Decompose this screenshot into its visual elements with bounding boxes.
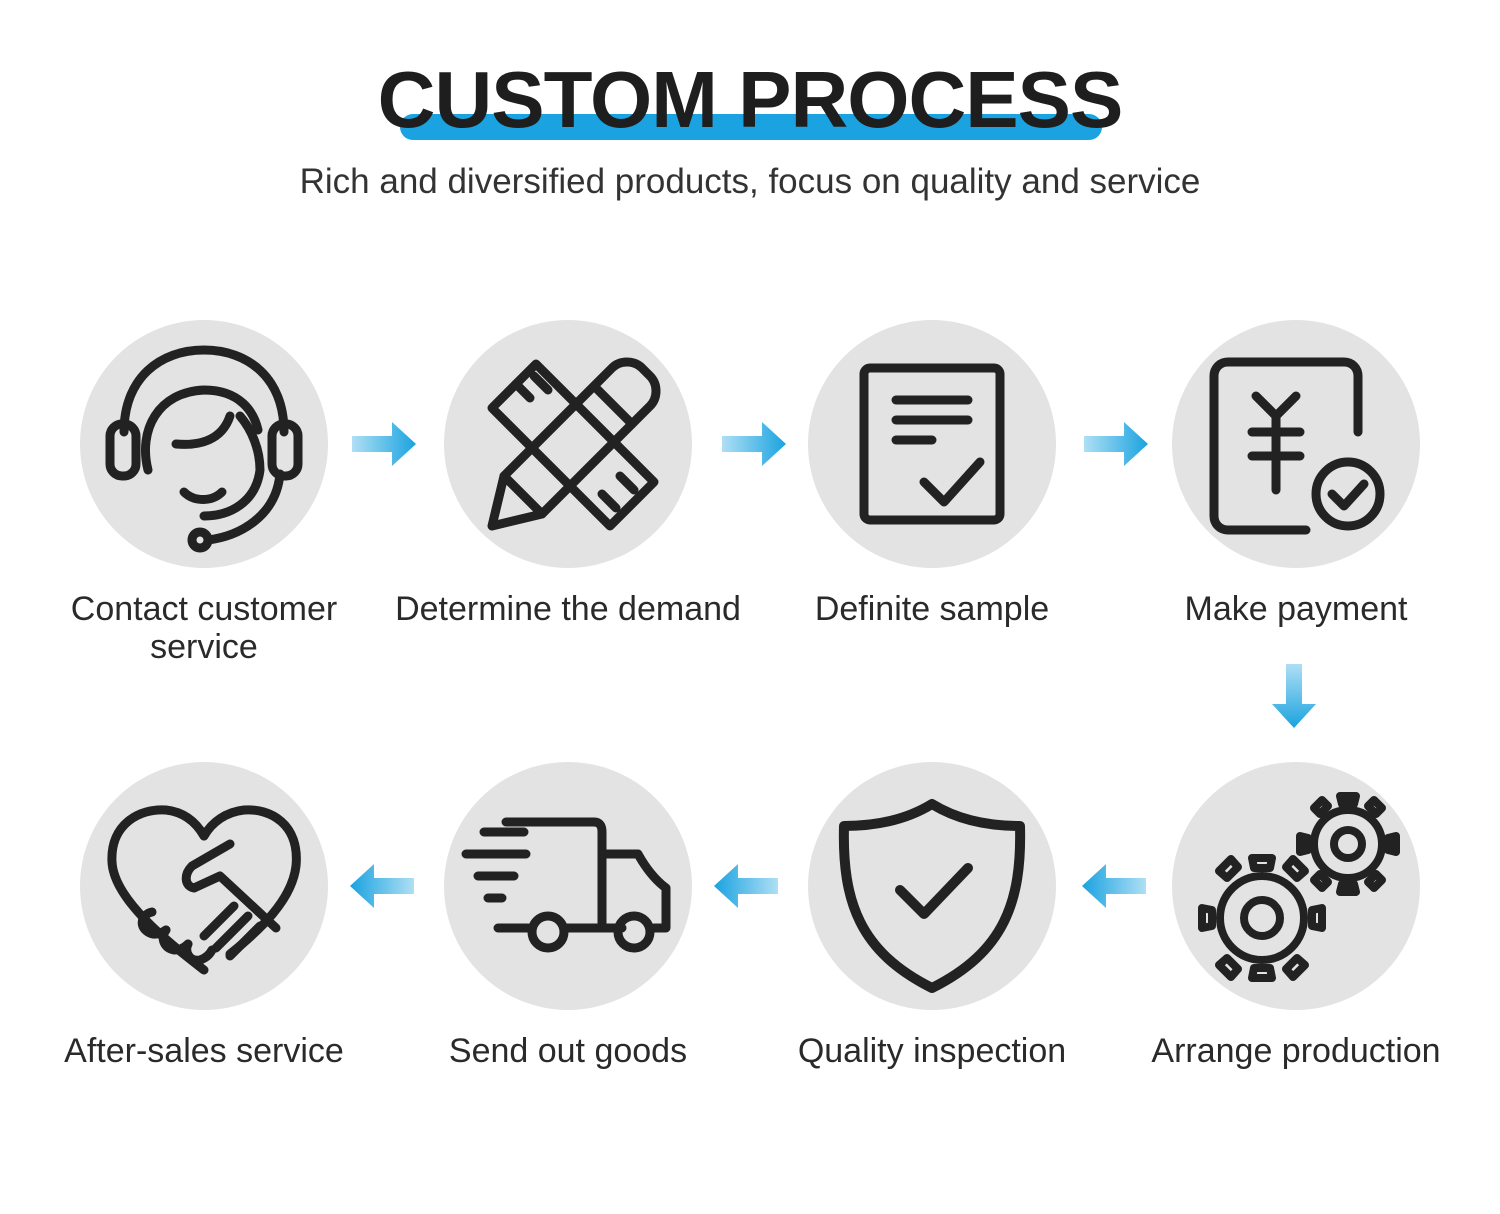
step-make-payment: Make payment [1126,320,1466,680]
arrow-right-icon [1084,422,1148,466]
step-label: Send out goods [448,1032,688,1070]
page-subtitle: Rich and diversified products, focus on … [299,162,1201,201]
arrow-left-icon [1082,864,1146,908]
delivery-truck-icon [461,817,671,953]
shield-check-icon [838,799,1026,993]
step-label: After-sales service [64,1032,344,1070]
step-quality-inspection: Quality inspection [762,762,1102,1122]
arrow-right-icon [352,422,416,466]
step-arrange-production: Arrange production [1126,762,1466,1122]
arrow-left-icon [714,864,778,908]
yuan-payment-icon [1209,357,1385,535]
arrow-left-icon [350,864,414,908]
step-contact-customer-service: Contact customer service [34,320,374,680]
step-label: Definite sample [814,590,1050,628]
arrow-right-icon [722,422,786,466]
step-determine-demand: Determine the demand [395,320,741,680]
step-after-sales-service: After-sales service [34,762,374,1122]
page-title: CUSTOM PROCESS [377,55,1124,144]
pencil-ruler-icon [487,357,661,531]
step-definite-sample: Definite sample [762,320,1102,680]
step-label: Make payment [1184,590,1408,628]
arrow-down-icon [1272,664,1316,728]
title-underline-bar [400,114,1102,140]
step-label: Arrange production [1151,1032,1441,1070]
step-circle [808,320,1056,568]
step-circle [808,762,1056,1010]
step-send-out-goods: Send out goods [398,762,738,1122]
handshake-heart-icon [107,805,301,975]
step-circle [444,320,692,568]
step-circle [444,762,692,1010]
step-circle [80,762,328,1010]
header: CUSTOM PROCESS [0,58,1500,148]
step-label: Determine the demand [395,590,741,628]
document-check-icon [859,363,1005,525]
headset-agent-icon [105,345,303,553]
gears-icon [1198,792,1400,982]
step-label: Quality inspection [797,1032,1067,1070]
step-circle [1172,762,1420,1010]
step-circle [1172,320,1420,568]
step-label: Contact customer service [70,590,338,666]
step-circle [80,320,328,568]
